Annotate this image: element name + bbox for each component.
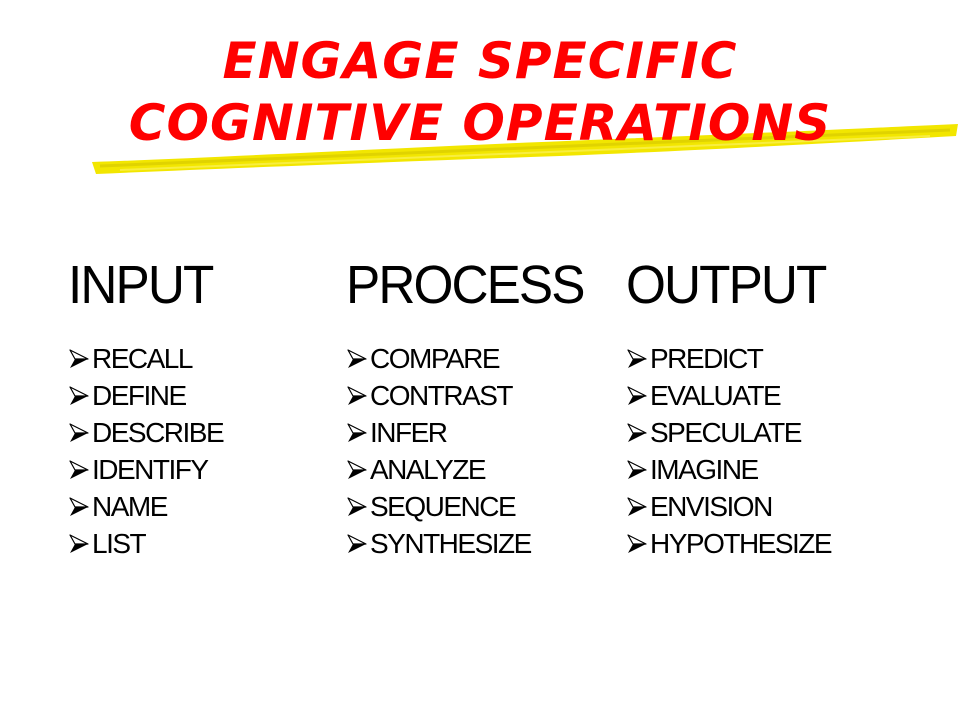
title-line-1: ENGAGE SPECIFIC — [222, 32, 738, 90]
list-item: INFER — [346, 414, 596, 451]
arrow-bullet-icon — [626, 459, 648, 481]
list-item: EVALUATE — [626, 377, 836, 414]
arrow-bullet-icon — [626, 533, 648, 555]
list-item-label: ANALYZE — [370, 453, 487, 485]
arrow-bullet-icon — [68, 422, 90, 444]
list-item: RECALL — [68, 340, 223, 377]
list-item: PREDICT — [626, 340, 836, 377]
slide-title: ENGAGE SPECIFIC COGNITIVE OPERATIONS — [0, 30, 960, 154]
arrow-bullet-icon — [346, 533, 368, 555]
output-column: OUTPUT PREDICT EVALUATE SPECULATE IMAGIN… — [626, 254, 836, 562]
arrow-bullet-icon — [68, 385, 90, 407]
list-item-label: COMPARE — [370, 342, 501, 374]
list-item: NAME — [68, 488, 223, 525]
list-item-label: DEFINE — [92, 379, 187, 411]
list-item: SYNTHESIZE — [346, 525, 596, 562]
list-item: IDENTIFY — [68, 451, 223, 488]
list-item-label: HYPOTHESIZE — [650, 527, 833, 559]
list-item-label: SEQUENCE — [370, 490, 517, 522]
list-item: SEQUENCE — [346, 488, 596, 525]
list-item-label: INFER — [370, 416, 448, 448]
arrow-bullet-icon — [346, 385, 368, 407]
list-item-label: LIST — [92, 527, 147, 559]
highlighter-stroke — [92, 124, 958, 174]
list-item-label: EVALUATE — [650, 379, 782, 411]
list-item-label: SYNTHESIZE — [370, 527, 532, 559]
arrow-bullet-icon — [346, 422, 368, 444]
list-item: COMPARE — [346, 340, 596, 377]
process-column: PROCESS COMPARE CONTRAST INFER ANALYZE S… — [346, 254, 596, 562]
list-item-label: CONTRAST — [370, 379, 514, 411]
list-item: SPECULATE — [626, 414, 836, 451]
arrow-bullet-icon — [68, 533, 90, 555]
list-item-label: SPECULATE — [650, 416, 802, 448]
arrow-bullet-icon — [626, 496, 648, 518]
arrow-bullet-icon — [626, 348, 648, 370]
list-item-label: PREDICT — [650, 342, 764, 374]
arrow-bullet-icon — [68, 459, 90, 481]
list-item: LIST — [68, 525, 223, 562]
list-item: ENVISION — [626, 488, 836, 525]
column-heading-input: INPUT — [68, 255, 214, 315]
list-item: IMAGINE — [626, 451, 836, 488]
arrow-bullet-icon — [626, 422, 648, 444]
list-item: HYPOTHESIZE — [626, 525, 836, 562]
arrow-bullet-icon — [626, 385, 648, 407]
list-item-label: IDENTIFY — [92, 453, 209, 485]
list-item-label: IMAGINE — [650, 453, 759, 485]
arrow-bullet-icon — [346, 348, 368, 370]
list-item: CONTRAST — [346, 377, 596, 414]
list-item-label: NAME — [92, 490, 168, 522]
list-item: DESCRIBE — [68, 414, 225, 451]
arrow-bullet-icon — [68, 496, 90, 518]
list-item: ANALYZE — [346, 451, 596, 488]
list-item-label: ENVISION — [650, 490, 773, 522]
title-line-2: COGNITIVE OPERATIONS — [128, 94, 832, 152]
list-item: DEFINE — [68, 377, 223, 414]
column-heading-output: OUTPUT — [626, 255, 827, 315]
list-item-label: DESCRIBE — [92, 416, 225, 448]
input-column: INPUT RECALL DEFINE DESCRIBE IDENTIFY NA… — [68, 254, 225, 562]
column-heading-process: PROCESS — [346, 255, 585, 315]
arrow-bullet-icon — [68, 348, 90, 370]
arrow-bullet-icon — [346, 496, 368, 518]
arrow-bullet-icon — [346, 459, 368, 481]
list-item-label: RECALL — [92, 342, 193, 374]
